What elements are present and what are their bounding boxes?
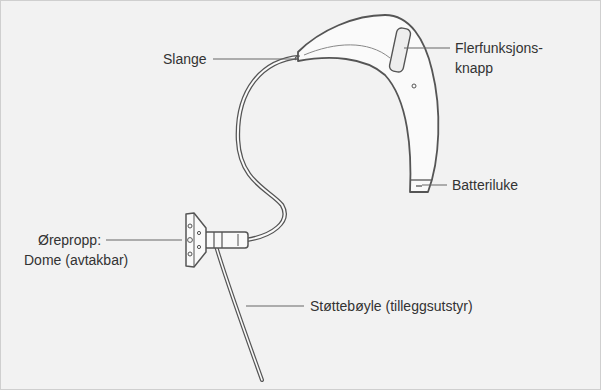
connector-ring	[221, 232, 222, 248]
dome-hole	[188, 252, 192, 256]
microphone-opening	[412, 84, 416, 88]
dome	[186, 213, 206, 267]
dome-hole	[188, 224, 192, 228]
leader-line	[404, 48, 450, 49]
leader-line	[422, 185, 447, 186]
leader-line	[213, 59, 297, 60]
support-wire	[216, 246, 262, 380]
part-label: Flerfunksjons- knapp	[455, 38, 565, 78]
body-seam	[304, 45, 390, 58]
connector-ring	[213, 232, 214, 248]
part-label: Ørepropp: Dome (avtakbar)	[24, 230, 136, 270]
tube-connector	[204, 232, 248, 248]
part-label: Slange	[163, 49, 207, 69]
leader-line	[106, 240, 182, 241]
dome-rim	[194, 213, 195, 267]
dome-hole	[197, 245, 200, 248]
support-wire-inner	[216, 246, 262, 380]
dome-hole	[197, 231, 200, 234]
part-label: Batteriluke	[452, 175, 518, 195]
hearing-aid-body	[298, 15, 438, 192]
tube-inner	[238, 57, 300, 240]
battery-door-line	[411, 179, 431, 180]
battery-door-notch	[416, 185, 422, 186]
dome-hole	[188, 238, 193, 243]
connector-ring	[238, 234, 239, 246]
part-label: Støttebøyle (tilleggsutstyr)	[310, 296, 473, 316]
leader-line	[246, 306, 304, 307]
multifunction-button	[389, 27, 412, 73]
tube	[238, 57, 300, 240]
